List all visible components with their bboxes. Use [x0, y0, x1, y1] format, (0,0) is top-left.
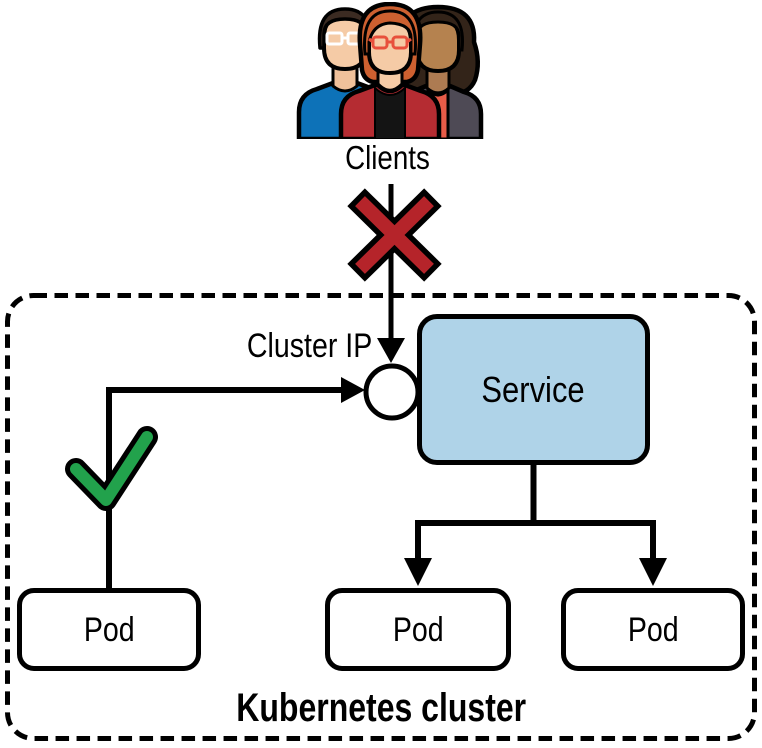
service-node-label: Service [481, 368, 586, 410]
pod-node: Pod [325, 588, 511, 671]
allowed-check-icon [65, 426, 158, 511]
service-to-pod-arrowhead-icon [639, 558, 667, 586]
clients-label: Clients [287, 139, 487, 175]
clients-arrowhead-icon [377, 338, 405, 363]
clients-label-text: Clients [344, 138, 430, 176]
clients-group-icon [296, 2, 484, 139]
pod-node-label: Pod [83, 610, 135, 649]
blocked-x-icon [347, 188, 442, 282]
service-node: Service [417, 314, 650, 465]
cluster-ip-endpoint-icon [363, 363, 421, 421]
pod-to-service-line [106, 387, 341, 588]
pod-node: Pod [17, 588, 201, 671]
pod-node-label: Pod [627, 610, 679, 649]
service-to-pods-lines [415, 462, 656, 562]
kubernetes-cluster-boundary [5, 293, 757, 741]
cluster-ip-label: Cluster IP [160, 328, 372, 364]
pod-arrowhead-icon [341, 377, 365, 403]
client-person-icon [338, 2, 442, 139]
cluster-ip-label-text: Cluster IP [246, 327, 372, 365]
pod-node-label: Pod [392, 610, 444, 649]
service-to-pod-arrowhead-icon [404, 558, 432, 586]
cluster-title-text: Kubernetes cluster [236, 686, 526, 730]
pod-node: Pod [561, 588, 745, 671]
cluster-title: Kubernetes cluster [6, 688, 756, 728]
